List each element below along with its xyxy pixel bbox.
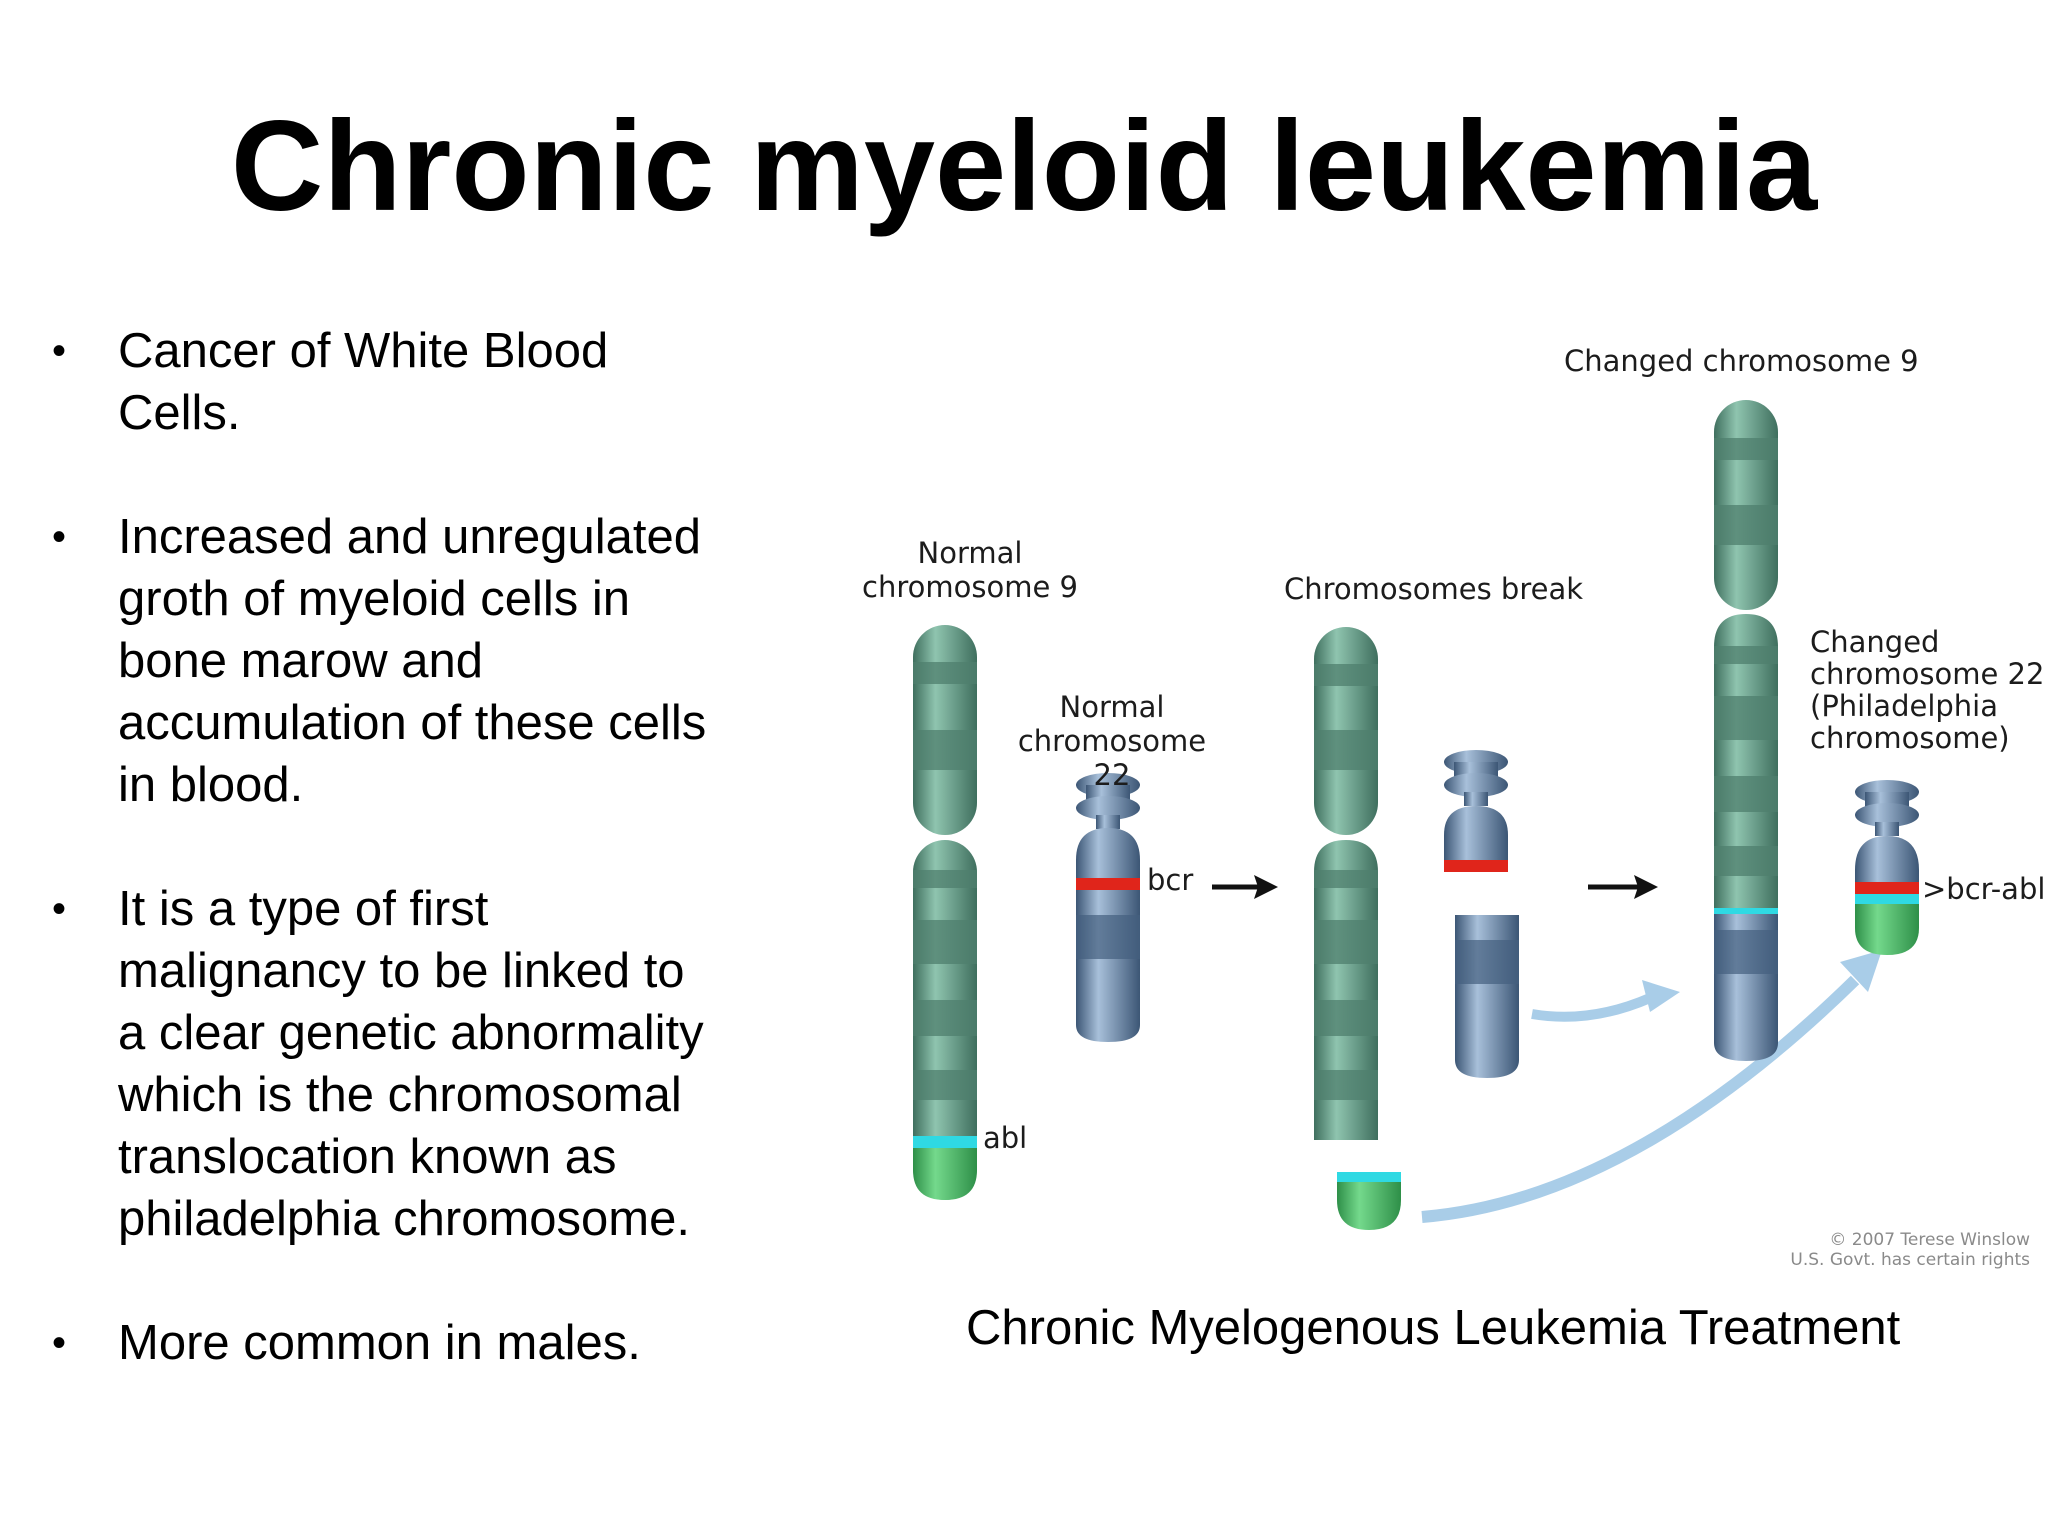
bullet-line: Cells. <box>118 386 241 440</box>
copyright-notice: © 2007 Terese Winslow U.S. Govt. has cer… <box>1730 1230 2030 1270</box>
bullet-symbol: • <box>52 887 67 931</box>
bullet-item: • Increased and unregulated groth of mye… <box>52 506 752 816</box>
label-line: Normal <box>917 536 1023 570</box>
copyright-line: U.S. Govt. has certain rights <box>1790 1250 2030 1270</box>
bullet-list: • Cancer of White Blood Cells. • Increas… <box>52 320 752 1374</box>
breaking-chromosome-22 <box>1444 750 1519 1078</box>
label-bcr: bcr <box>1147 863 1194 897</box>
changed-chromosome-9 <box>1714 400 1778 1061</box>
translocation-arrow-small <box>1531 980 1680 1022</box>
bullet-line: in blood. <box>118 758 304 812</box>
bullet-symbol: • <box>52 1321 67 1365</box>
copyright-line: © 2007 Terese Winslow <box>1829 1230 2030 1250</box>
label-chromosomes-break: Chromosomes break <box>1284 572 1584 606</box>
bullet-item: • More common in males. <box>52 1312 752 1374</box>
slide-title: Chronic myeloid leukemia <box>230 95 1818 238</box>
label-line: chromosome 22 <box>1810 657 2045 691</box>
bullet-line: It is a type of first <box>118 882 489 936</box>
bullet-line: groth of myeloid cells in <box>118 572 631 626</box>
bullet-line: a clear genetic abnormality <box>118 1006 704 1060</box>
translocation-arrow-large <box>1421 950 1882 1223</box>
translocation-diagram: Normal chromosome 9 Normal chromosome 22… <box>850 330 2048 1290</box>
label-line: (Philadelphia <box>1810 689 1998 723</box>
bullet-symbol: • <box>52 515 67 559</box>
translocation-illustration <box>913 400 1919 1230</box>
bullet-line: Increased and unregulated <box>118 510 701 564</box>
label-line: chromosome 9 <box>862 570 1078 604</box>
bullet-line: malignancy to be linked to <box>118 944 685 998</box>
label-line: Changed <box>1810 625 1940 659</box>
bullet-line: Cancer of White Blood <box>118 324 609 378</box>
label-line: Normal <box>1059 690 1165 724</box>
label-changed-chromosome-9: Changed chromosome 9 <box>1564 344 1919 378</box>
arrow-right-2 <box>1588 875 1658 899</box>
label-normal-chromosome-9: Normal chromosome 9 <box>860 536 1080 604</box>
bullet-line: translocation known as <box>118 1130 617 1184</box>
label-bcr-abl: >bcr-abl <box>1922 872 2046 906</box>
label-normal-chromosome-22: Normal chromosome 22 <box>1002 690 1222 792</box>
bullet-line: philadelphia chromosome. <box>118 1192 690 1246</box>
bullet-line: which is the chromosomal <box>118 1068 682 1122</box>
bullet-line: accumulation of these cells <box>118 696 707 750</box>
normal-chromosome-9 <box>913 625 977 1200</box>
changed-chromosome-22 <box>1855 780 1919 955</box>
breaking-chromosome-9 <box>1314 627 1401 1230</box>
bullet-line: More common in males. <box>118 1316 641 1370</box>
arrow-right-1 <box>1212 875 1278 899</box>
bullet-line: bone marow and <box>118 634 484 688</box>
label-changed-chromosome-22: Changed chromosome 22 (Philadelphia chro… <box>1810 626 2044 754</box>
bullet-item: • It is a type of first malignancy to be… <box>52 878 752 1250</box>
bullet-symbol: • <box>52 329 67 373</box>
label-line: chromosome) <box>1810 721 2010 755</box>
label-line: chromosome 22 <box>1017 724 1207 792</box>
label-abl: abl <box>983 1121 1028 1155</box>
bullet-item: • Cancer of White Blood Cells. <box>52 320 752 444</box>
normal-chromosome-22 <box>1076 773 1140 1042</box>
diagram-caption: Chronic Myelogenous Leukemia Treatment <box>966 1301 1901 1355</box>
